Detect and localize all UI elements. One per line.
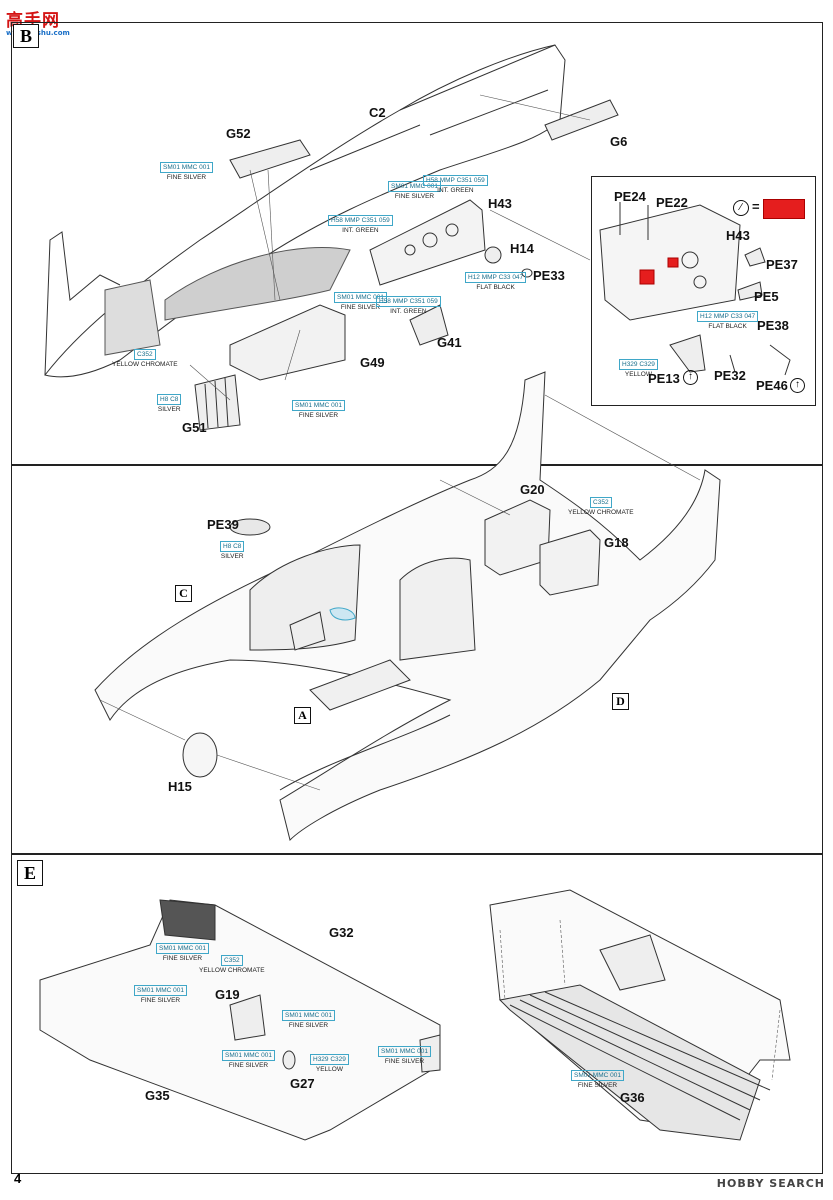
fuselage-half-left bbox=[44, 44, 566, 378]
section-e-frame bbox=[11, 854, 823, 1174]
footer-watermark: HOBBY SEARCH bbox=[716, 1177, 825, 1190]
label-g49: G49 bbox=[360, 355, 385, 370]
label-h43-inset: H43 bbox=[726, 228, 750, 243]
part-g20-g18 bbox=[484, 499, 601, 596]
leader-lines-e bbox=[499, 919, 781, 1081]
label-g19: G19 bbox=[215, 987, 240, 1002]
leader-lines-main bbox=[99, 394, 701, 791]
label-h43: H43 bbox=[488, 196, 512, 211]
section-letter-b: B bbox=[13, 24, 39, 48]
section-b-frame bbox=[11, 22, 823, 465]
fuselage-assembled bbox=[94, 371, 721, 841]
detail-inset-frame bbox=[591, 176, 816, 406]
part-g52 bbox=[229, 139, 311, 179]
mask-icon: ∕ bbox=[733, 200, 749, 216]
legend-red-swatch bbox=[763, 199, 805, 219]
label-pe46: PE46 bbox=[756, 378, 788, 393]
label-g6: G6 bbox=[610, 134, 628, 149]
label-g20: G20 bbox=[520, 482, 545, 497]
leader-lines-b bbox=[189, 94, 591, 401]
label-g36: G36 bbox=[620, 1090, 645, 1105]
ref-box-d: D bbox=[612, 693, 629, 710]
label-h14: H14 bbox=[510, 241, 534, 256]
label-pe39: PE39 bbox=[207, 517, 239, 532]
floor-assembly-right bbox=[489, 889, 791, 1141]
label-c2: C2 bbox=[369, 105, 386, 120]
label-pe22: PE22 bbox=[656, 195, 688, 210]
label-pe37: PE37 bbox=[766, 257, 798, 272]
label-g35: G35 bbox=[145, 1088, 170, 1103]
label-g51: G51 bbox=[182, 420, 207, 435]
pe13-up-arrow-icon: ↑ bbox=[683, 370, 698, 385]
inset-drawing bbox=[599, 202, 791, 376]
pe46-up-arrow-icon: ↑ bbox=[790, 378, 805, 393]
label-h15: H15 bbox=[168, 779, 192, 794]
label-g41: G41 bbox=[437, 335, 462, 350]
label-pe24: PE24 bbox=[614, 189, 646, 204]
label-g27: G27 bbox=[290, 1076, 315, 1091]
ref-box-a: A bbox=[294, 707, 311, 724]
section-letter-e: E bbox=[17, 860, 43, 886]
label-g18: G18 bbox=[604, 535, 629, 550]
part-h14 bbox=[484, 246, 502, 264]
label-g32: G32 bbox=[329, 925, 354, 940]
ref-box-c: C bbox=[175, 585, 192, 602]
part-g49 bbox=[229, 304, 346, 381]
part-pe33 bbox=[521, 268, 533, 278]
label-pe5: PE5 bbox=[754, 289, 779, 304]
part-g41 bbox=[409, 304, 449, 346]
section-main-frame bbox=[11, 465, 823, 854]
floor-assembly-left bbox=[39, 899, 441, 1141]
label-g52: G52 bbox=[226, 126, 251, 141]
label-pe13: PE13 bbox=[648, 371, 680, 386]
legend-equals: = bbox=[752, 199, 760, 214]
page-number: 4 bbox=[14, 1171, 22, 1186]
part-g51 bbox=[194, 374, 241, 431]
label-pe38: PE38 bbox=[757, 318, 789, 333]
label-pe32: PE32 bbox=[714, 368, 746, 383]
part-h15 bbox=[182, 732, 218, 778]
label-pe33: PE33 bbox=[533, 268, 565, 283]
part-g6 bbox=[544, 99, 619, 141]
part-instrument-panel bbox=[369, 199, 486, 286]
